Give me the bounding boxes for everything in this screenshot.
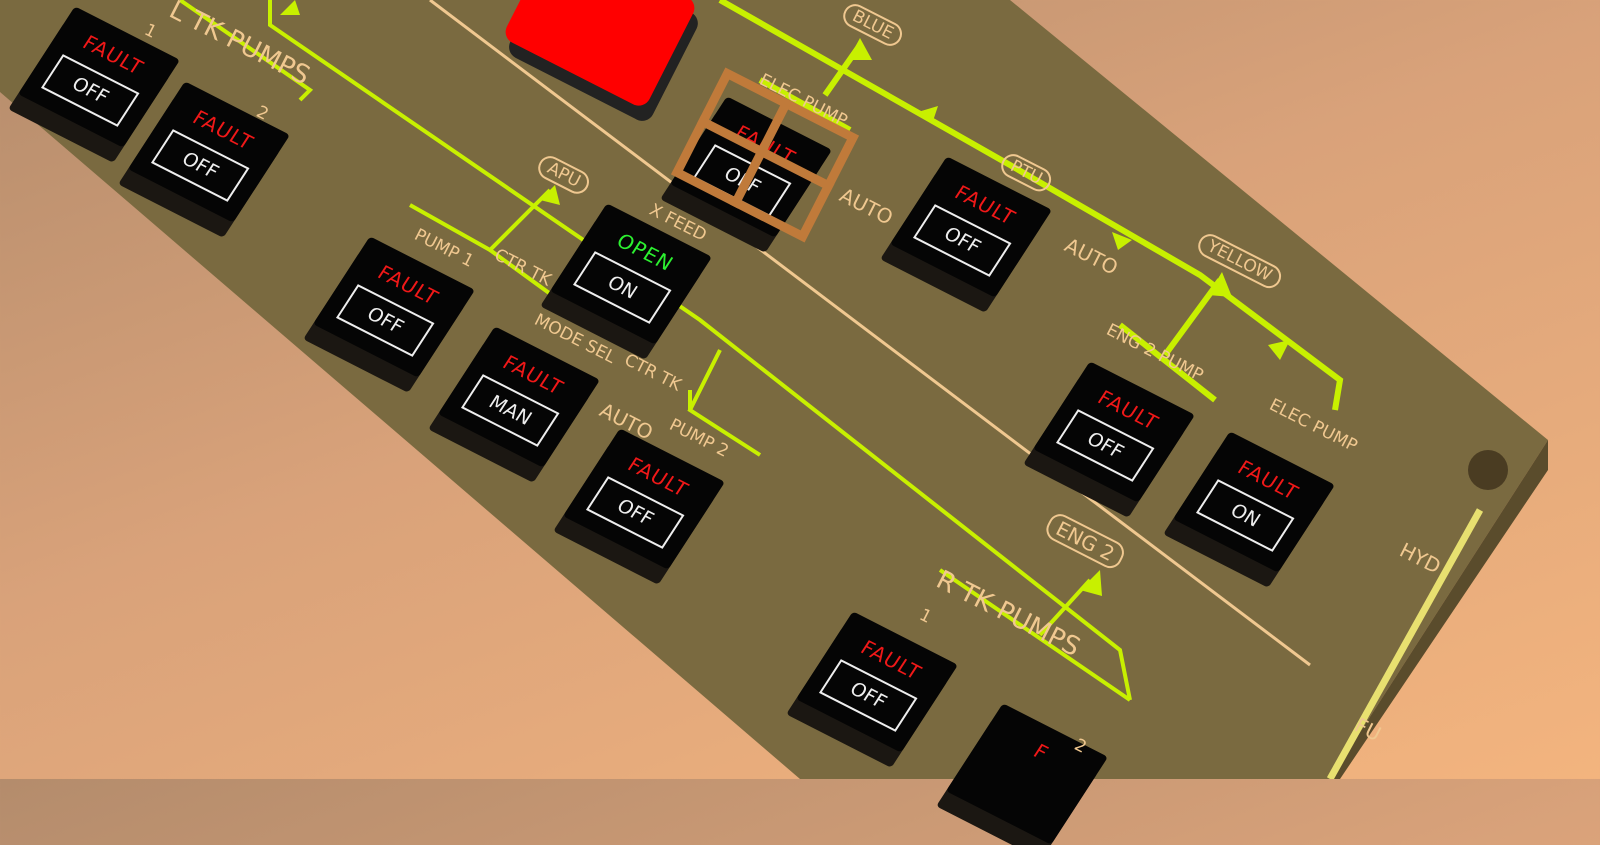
panel-edge: [1330, 440, 1548, 779]
panel-notch: [1468, 450, 1508, 490]
overhead-panel: [0, 0, 1548, 779]
hyd-flow-lines: [718, 0, 1344, 411]
flow-arrows: [280, 0, 1290, 596]
hyd-strip: [1326, 508, 1484, 779]
panel-face: [0, 0, 1548, 779]
divider-line: [429, 0, 1311, 667]
